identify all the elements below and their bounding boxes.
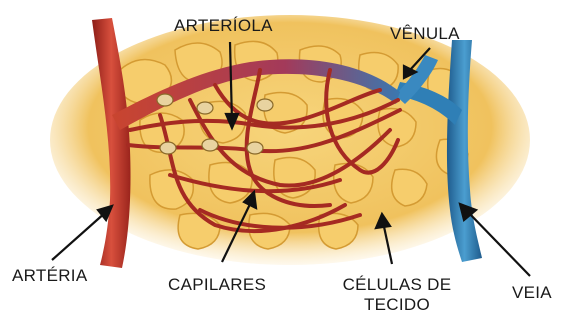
label-arteriola: ARTERÍOLA (174, 16, 273, 36)
arrow-arteria (52, 212, 106, 260)
label-arteria: ARTÉRIA (12, 266, 87, 286)
label-celulas-de-tecido: CÉLULAS DE TECIDO (332, 275, 462, 315)
label-celulas-line1: CÉLULAS DE (332, 275, 462, 295)
label-veia: VEIA (512, 283, 552, 303)
label-capilares: CAPILARES (168, 275, 266, 295)
label-venula: VÊNULA (390, 24, 460, 44)
label-celulas-line2: TECIDO (332, 295, 462, 315)
